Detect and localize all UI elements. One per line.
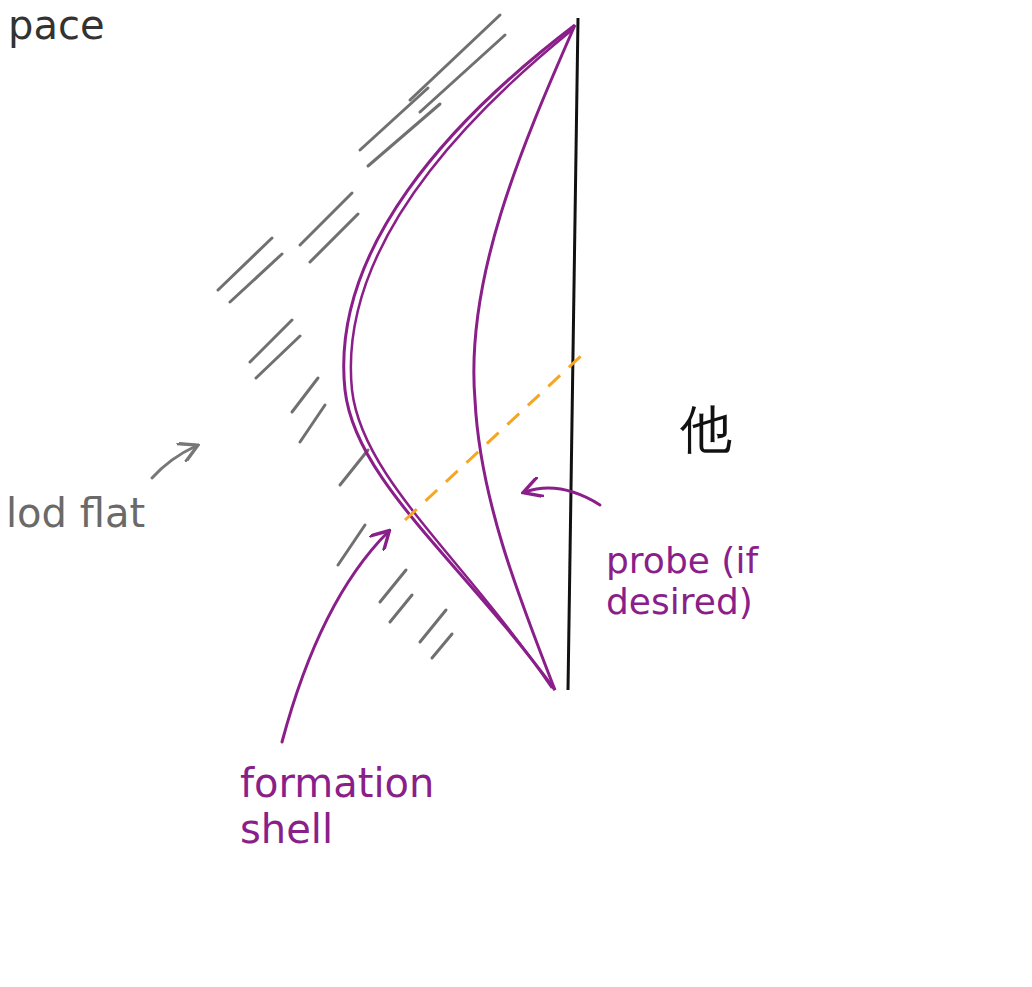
hatch-stroke: [340, 450, 368, 485]
hatch-stroke: [390, 595, 412, 622]
hatch-stroke: [300, 405, 325, 442]
leader-arrow: [525, 488, 600, 505]
hatch-stroke: [380, 570, 406, 602]
hatch-stroke: [256, 336, 300, 378]
corner-note: pace: [8, 2, 105, 48]
chinese-character: 他: [680, 400, 732, 460]
hatch-stroke: [368, 104, 440, 166]
shell-label: formation shell: [240, 760, 470, 852]
dashed-line: [405, 355, 582, 520]
hatch-stroke: [250, 320, 292, 362]
hatch-stroke: [292, 378, 318, 412]
probe-label: probe (if desired): [606, 540, 806, 623]
hatch-stroke: [360, 88, 428, 150]
hatch-stroke: [310, 214, 358, 262]
hatch-stroke: [218, 238, 272, 290]
hatch-stroke: [230, 254, 282, 302]
hatch-stroke: [420, 610, 446, 642]
hatch-stroke: [410, 15, 500, 100]
leader-arrow: [282, 532, 388, 742]
region-label: lod flat: [6, 490, 145, 536]
formation-shell: [344, 25, 575, 690]
hatch-stroke: [432, 634, 452, 658]
hatch-stroke: [338, 525, 365, 565]
probe-curve: [474, 25, 575, 690]
hatch-stroke: [300, 193, 352, 245]
axis-line: [568, 18, 578, 690]
formation-shell: [351, 30, 572, 688]
pointer-arrow: [152, 446, 196, 478]
